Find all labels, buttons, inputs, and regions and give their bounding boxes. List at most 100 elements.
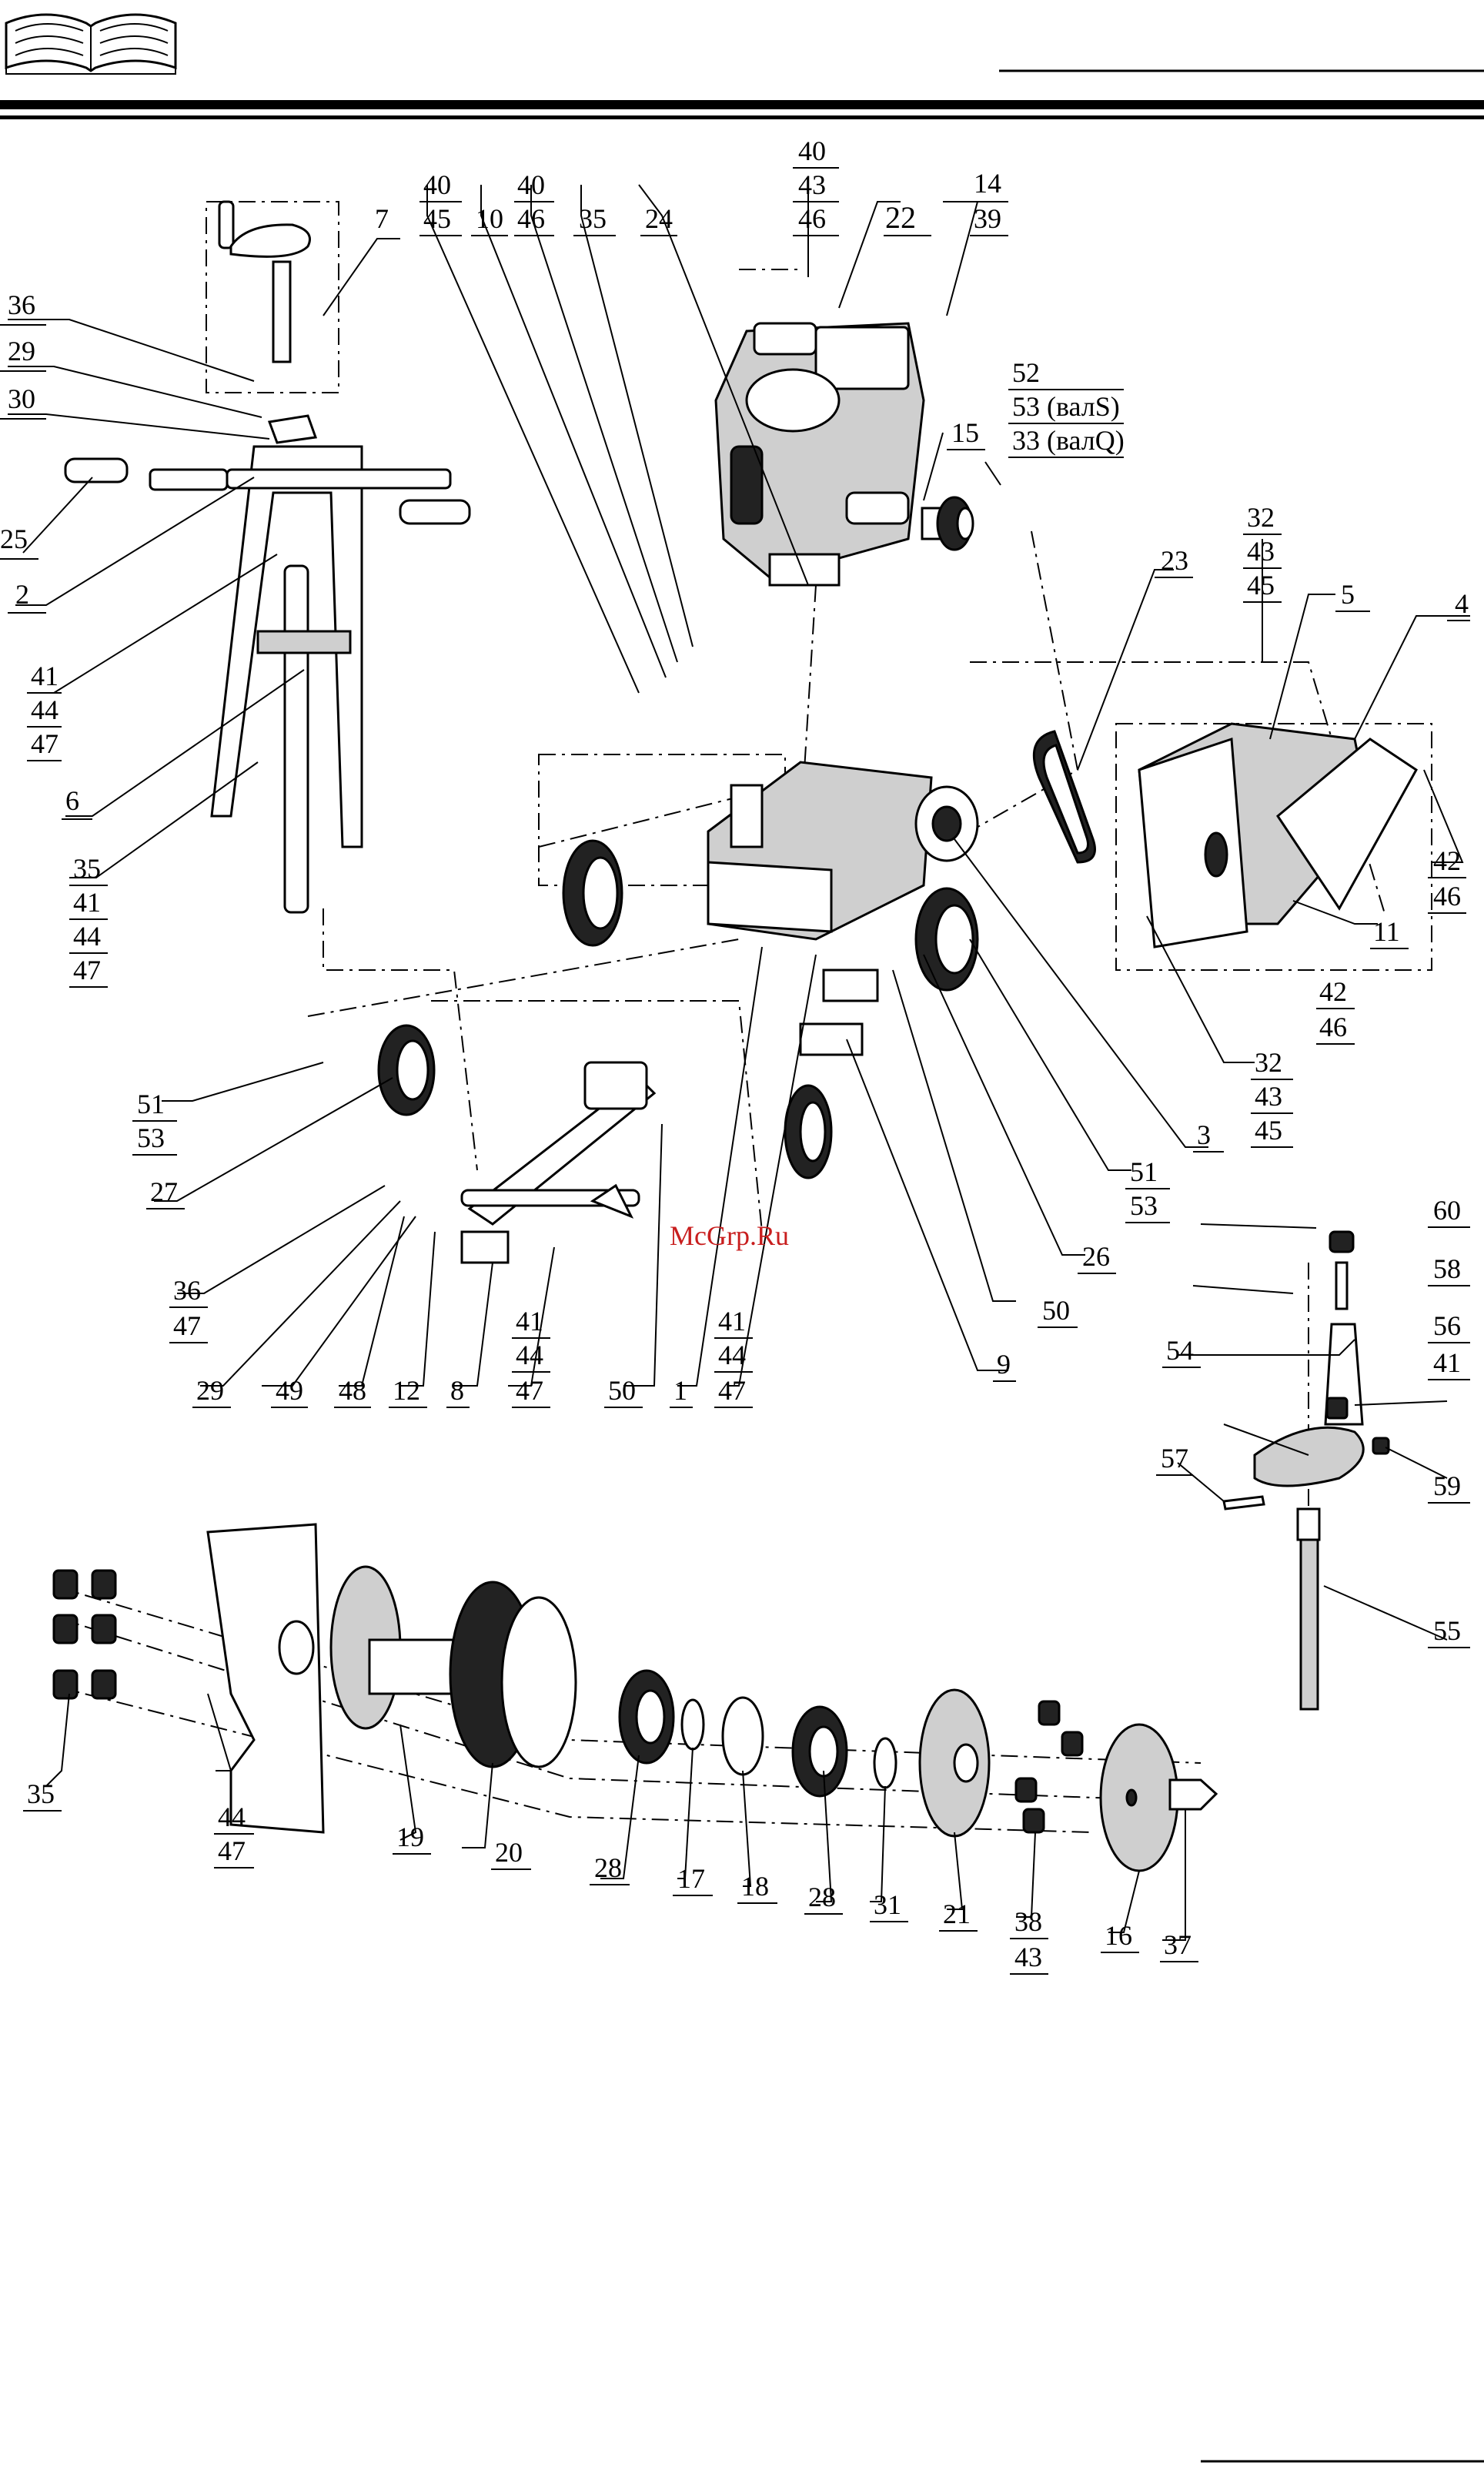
- label-48: 48: [339, 1375, 366, 1406]
- bolt-cluster-left: [54, 1571, 115, 1698]
- label-1: 1: [673, 1375, 687, 1406]
- label-44c: 44: [516, 1340, 543, 1370]
- label-44d: 44: [718, 1340, 746, 1370]
- label-40a: 40: [423, 169, 451, 200]
- pulley-part-15: [922, 497, 973, 550]
- label-37: 37: [1164, 1929, 1192, 1960]
- header-thin-rule: [0, 115, 1484, 119]
- label-46d: 46: [1319, 1012, 1347, 1042]
- label-35c: 35: [27, 1778, 55, 1809]
- bolt-cluster-right: [1016, 1701, 1082, 1832]
- label-38: 38: [1014, 1906, 1042, 1937]
- header-thick-rule: [0, 100, 1484, 109]
- belt-guard-parts-4-5-11: [1139, 724, 1416, 947]
- label-47c: 47: [516, 1375, 543, 1406]
- label-53a: 53: [137, 1122, 165, 1153]
- label-41c: 41: [516, 1306, 543, 1337]
- label-14: 14: [974, 168, 1001, 199]
- label-45b: 45: [1255, 1115, 1282, 1146]
- label-26: 26: [1082, 1241, 1110, 1272]
- label-29: 29: [8, 336, 35, 366]
- label-42b: 42: [1319, 976, 1347, 1007]
- label-28a: 28: [594, 1852, 622, 1883]
- label-42a: 42: [1433, 845, 1461, 876]
- wheel-rear-right: [785, 1086, 831, 1178]
- label-3: 3: [1197, 1119, 1211, 1150]
- handle-knob-assembly: [1224, 1232, 1389, 1709]
- open-book-icon: [6, 15, 175, 74]
- wheel-front-left: [563, 841, 622, 945]
- label-51b: 51: [1130, 1156, 1158, 1187]
- label-12: 12: [393, 1375, 420, 1406]
- label-41e: 41: [1433, 1347, 1461, 1378]
- label-36: 36: [8, 289, 35, 320]
- label-15: 15: [951, 417, 979, 448]
- bracket-part-9: [800, 970, 877, 1055]
- label-57: 57: [1161, 1443, 1188, 1474]
- wheel-rear-left-part-27: [379, 1025, 434, 1115]
- label-41b: 41: [73, 887, 101, 918]
- label-52: 52: [1012, 357, 1040, 388]
- label-24: 24: [645, 203, 673, 234]
- label-56: 56: [1433, 1310, 1461, 1341]
- label-47e: 47: [218, 1835, 246, 1866]
- label-46b: 46: [798, 203, 826, 234]
- label-49: 49: [276, 1375, 303, 1406]
- label-4: 4: [1455, 588, 1469, 619]
- label-46a: 46: [517, 203, 545, 234]
- axle-frame-part-8: [462, 1062, 654, 1263]
- label-50b: 50: [608, 1375, 636, 1406]
- label-36b: 36: [173, 1275, 201, 1306]
- watermark: McGrp.Ru: [670, 1220, 789, 1251]
- label-43a: 43: [1247, 536, 1275, 567]
- label-47d: 47: [718, 1375, 746, 1406]
- label-6: 6: [65, 785, 79, 816]
- label-2: 2: [15, 579, 29, 610]
- label-27: 27: [150, 1176, 178, 1207]
- label-7: 7: [375, 203, 389, 234]
- label-58: 58: [1433, 1253, 1461, 1284]
- label-32a: 32: [1247, 502, 1275, 533]
- label-35a: 35: [73, 853, 101, 884]
- label-29b: 29: [196, 1375, 224, 1406]
- label-47a: 47: [31, 728, 58, 759]
- label-10: 10: [476, 203, 503, 234]
- label-19: 19: [396, 1822, 424, 1852]
- label-44e: 44: [218, 1802, 246, 1832]
- label-18: 18: [741, 1871, 769, 1902]
- label-20: 20: [495, 1837, 523, 1868]
- label-45c: 45: [423, 203, 451, 234]
- label-44b: 44: [73, 921, 101, 952]
- label-43d: 43: [798, 169, 826, 200]
- label-17: 17: [677, 1863, 705, 1894]
- wheel-front-right: [916, 888, 978, 990]
- label-53-val-s: 53 (валS): [1012, 391, 1120, 422]
- label-28b: 28: [808, 1882, 836, 1912]
- label-59: 59: [1433, 1470, 1461, 1501]
- label-35b: 35: [579, 203, 607, 234]
- label-47-36: 47: [173, 1310, 201, 1341]
- label-21: 21: [943, 1899, 971, 1929]
- label-23: 23: [1161, 545, 1188, 576]
- label-30: 30: [8, 383, 35, 414]
- label-5: 5: [1341, 579, 1355, 610]
- label-40b: 40: [517, 169, 545, 200]
- shaft-assembly: [208, 1524, 1216, 1871]
- label-55: 55: [1433, 1615, 1461, 1646]
- handle-frame-part-2: [65, 416, 470, 912]
- label-41a: 41: [31, 661, 58, 691]
- label-41d: 41: [718, 1306, 746, 1337]
- label-16: 16: [1105, 1920, 1132, 1951]
- label-43b: 43: [1255, 1081, 1282, 1112]
- label-43c: 43: [1014, 1942, 1042, 1972]
- label-33-val-q: 33 (валQ): [1012, 425, 1125, 456]
- label-25: 25: [0, 524, 28, 554]
- handle-crank-part-7: [219, 202, 310, 362]
- label-31: 31: [874, 1889, 901, 1920]
- label-51a: 51: [137, 1089, 165, 1119]
- belt-part-23: [1034, 731, 1095, 862]
- label-32b: 32: [1255, 1047, 1282, 1078]
- label-9: 9: [997, 1349, 1011, 1380]
- engine-part-22: [716, 323, 924, 585]
- label-54: 54: [1166, 1335, 1194, 1366]
